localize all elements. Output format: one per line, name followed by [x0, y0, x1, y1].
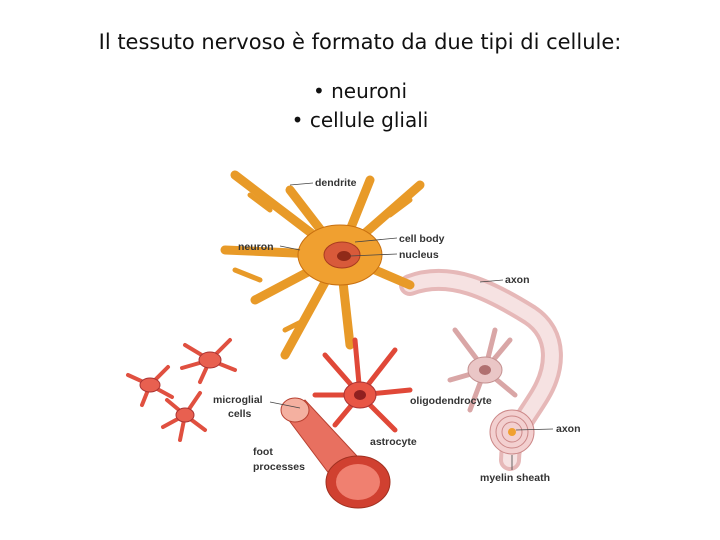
label-myelin-sheath: myelin sheath — [480, 472, 550, 484]
leader-cell-body — [354, 237, 398, 243]
label-cell-body: cell body — [399, 233, 445, 245]
label-dendrite: dendrite — [315, 177, 357, 189]
bullet-list: • neuroni • cellule gliali — [0, 77, 720, 135]
slide-title: Il tessuto nervoso è formato da due tipi… — [98, 30, 622, 54]
myelin-sheath-cross-section — [489, 409, 535, 455]
nerve-tissue-illustration: dendrite neuron cell body nucleus axon m… — [110, 170, 610, 515]
neuron-cell — [220, 170, 425, 360]
label-foot: foot — [253, 446, 273, 458]
label-nucleus: nucleus — [399, 249, 439, 261]
microglial-cells — [126, 338, 237, 442]
leader-axon-top — [479, 279, 504, 283]
leader-dendrite — [289, 182, 314, 186]
bullet-cellule-gliali: • cellule gliali — [291, 108, 429, 132]
astrocyte-cell — [312, 337, 413, 433]
blood-vessel — [280, 397, 391, 509]
label-foot-processes: processes — [253, 461, 305, 473]
leader-foot — [269, 401, 301, 409]
label-microglial: microglial — [213, 394, 263, 406]
oligodendrocyte-cell — [447, 327, 518, 413]
label-astrocyte: astrocyte — [370, 436, 417, 448]
leader-neuron — [279, 245, 301, 251]
leader-nucleus — [349, 253, 398, 257]
nerve-cells-diagram: dendrite neuron cell body nucleus axon m… — [126, 170, 581, 509]
bullet-neuroni: • neuroni — [312, 79, 408, 103]
label-neuron: neuron — [238, 241, 274, 253]
label-axon-right: axon — [556, 423, 581, 435]
leader-axon-right — [515, 428, 554, 431]
label-axon-top: axon — [505, 274, 530, 286]
label-oligodendrocyte: oligodendrocyte — [410, 395, 492, 407]
label-microglial-cells: cells — [228, 408, 252, 420]
